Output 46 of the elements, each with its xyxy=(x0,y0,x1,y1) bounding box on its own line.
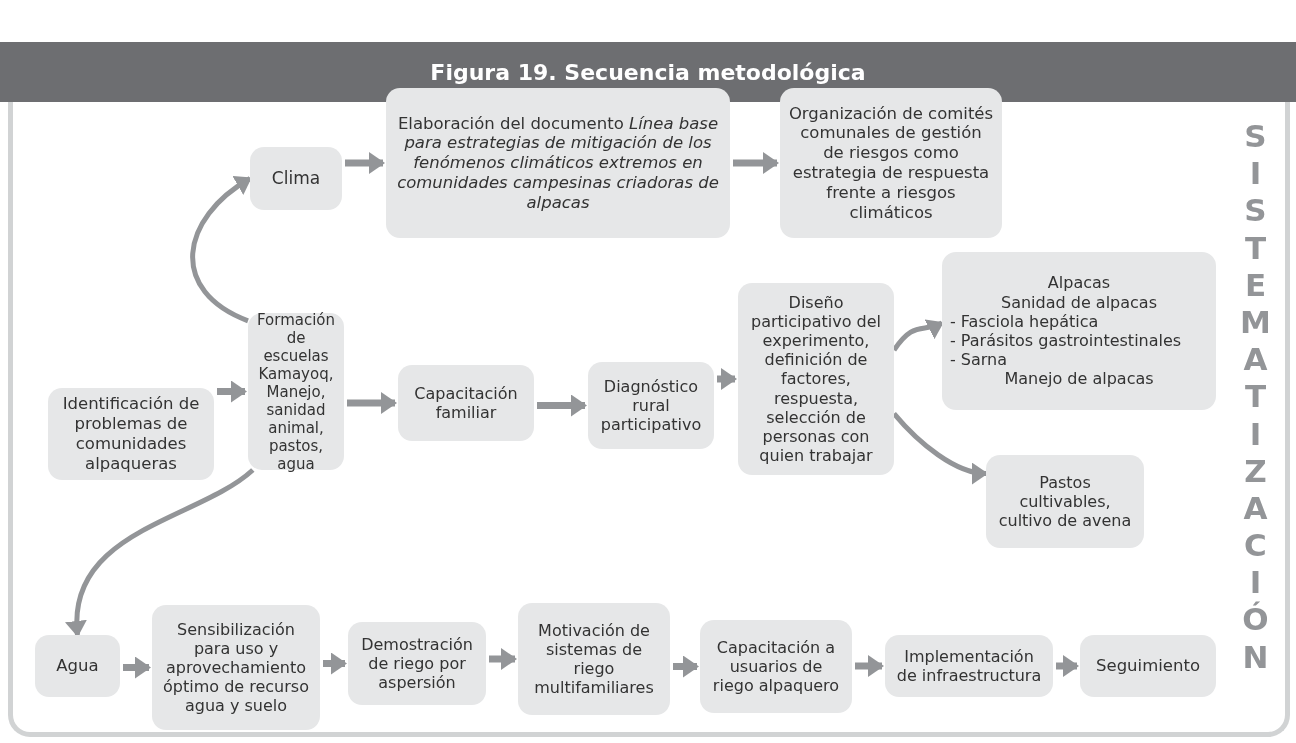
process-box xyxy=(780,88,1002,238)
node-text: Diseño participativo del experimento, definición de factores, respuesta, selección de personas con quien trabajar xyxy=(750,292,882,466)
process-box xyxy=(986,455,1144,548)
arrow xyxy=(190,176,252,324)
node-text: Seguimiento xyxy=(1095,656,1201,676)
node-text: Alpacas xyxy=(1046,273,1112,293)
node-text: Identificación de problemas de comunidades alpaqueras xyxy=(61,394,201,474)
node-text: Organización de comités comunales de gestión de riesgos como estrategia de respuesta frente a riesgos climáticos xyxy=(788,103,994,223)
node-text: Capacitación a usuarios de riego alpaquero xyxy=(711,637,841,696)
node-text: Implementación de infraestructura xyxy=(895,646,1043,686)
process-box xyxy=(152,605,320,730)
node-text: - Fasciola hepática xyxy=(950,311,1100,331)
node-text: Demostración de riego por aspersión xyxy=(360,634,474,693)
node-text: Motivación de sistemas de riego multifamiliares xyxy=(533,620,655,698)
process-box xyxy=(885,635,1053,697)
node-text: Capacitación familiar xyxy=(413,383,519,423)
process-box xyxy=(35,635,120,697)
process-box xyxy=(386,88,730,238)
process-box xyxy=(738,283,894,475)
process-box xyxy=(942,252,1216,410)
node-text: Pastos cultivables, cultivo de avena xyxy=(997,472,1133,531)
process-box xyxy=(588,362,714,449)
process-box xyxy=(1080,635,1216,697)
node-text: Diagnóstico rural participativo xyxy=(599,376,703,435)
vertical-label: SISTEMATIZACIÓN xyxy=(1240,118,1271,676)
process-box xyxy=(248,313,344,470)
node-text: Formación de escuelas Kamayoq, Manejo, sanidad animal, pastos, agua xyxy=(256,310,336,473)
node-text: Elaboración del documento Línea base para estrategias de mitigación de los fenómenos climáticos extremos en comunidades campesinas criadoras de alpacas xyxy=(396,113,720,213)
node-text: Sensibilización para uso y aprovechamiento óptimo de recurso agua y suelo xyxy=(162,619,310,716)
process-box xyxy=(398,365,534,441)
arrow xyxy=(66,468,255,637)
node-text: Sanidad de alpacas xyxy=(1000,292,1158,312)
arrow xyxy=(717,368,737,390)
node-text: Manejo de alpacas xyxy=(1003,369,1155,389)
node-text: Agua xyxy=(55,656,100,676)
node-text: Clima xyxy=(270,168,322,189)
title: Figura 19. Secuencia metodológica xyxy=(430,59,866,85)
process-box xyxy=(518,603,670,715)
arrow xyxy=(892,411,988,484)
process-box xyxy=(48,388,214,480)
process-box xyxy=(250,147,342,210)
arrow xyxy=(891,318,944,352)
process-box xyxy=(348,622,486,705)
node-text: - Sarna xyxy=(950,350,1009,370)
process-box xyxy=(700,620,852,713)
node-text: - Parásitos gastrointestinales xyxy=(950,331,1183,351)
